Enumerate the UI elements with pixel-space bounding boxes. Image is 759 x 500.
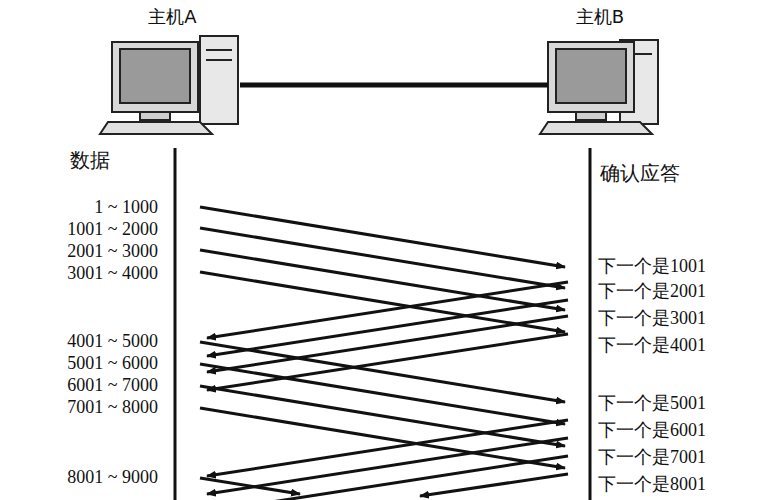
data-range: 7001 ~ 8000 <box>67 397 158 417</box>
host-label: 主机B <box>535 6 665 28</box>
data-range: 6001 ~ 7000 <box>67 375 158 395</box>
segment-arrow <box>207 300 568 356</box>
segment-arrow <box>207 282 568 338</box>
segment-arrow <box>200 408 565 468</box>
data-range: 5001 ~ 6000 <box>67 353 158 373</box>
data-range: 8001 ~ 9000 <box>67 467 158 487</box>
segment-arrow <box>207 334 568 390</box>
ack-label: 下一个是8001 <box>598 474 706 494</box>
host-node: 主机B <box>535 6 665 136</box>
ack-label: 下一个是5001 <box>598 393 706 413</box>
data-range: 3001 ~ 4000 <box>67 263 158 283</box>
segment-arrow <box>420 474 568 496</box>
segment-arrows <box>200 207 568 500</box>
ack-label: 下一个是1001 <box>598 256 706 276</box>
segment-arrow <box>207 420 568 476</box>
ack-label: 下一个是4001 <box>598 335 706 355</box>
segment-arrow <box>207 456 568 500</box>
column-header: 数据 <box>70 150 110 170</box>
data-range: 4001 ~ 5000 <box>67 331 158 351</box>
data-range: 1001 ~ 2000 <box>67 219 158 239</box>
data-range: 1 ~ 1000 <box>94 197 158 217</box>
computer-b <box>540 40 658 134</box>
ack-label: 下一个是2001 <box>598 281 706 301</box>
host-node: 主机A <box>100 6 245 136</box>
column-header: 确认应答 <box>600 163 680 183</box>
segment-arrow <box>207 438 568 494</box>
ack-label: 下一个是7001 <box>598 447 706 467</box>
ack-label: 下一个是6001 <box>598 420 706 440</box>
data-range: 2001 ~ 3000 <box>67 241 158 261</box>
host-label: 主机A <box>100 6 245 28</box>
network-cable <box>240 83 548 88</box>
ack-label: 下一个是3001 <box>598 308 706 328</box>
computer-a <box>100 36 238 134</box>
segment-arrow <box>200 272 565 332</box>
timeline-a <box>174 148 177 500</box>
segment-arrow <box>207 316 568 372</box>
timeline-b <box>589 148 592 500</box>
